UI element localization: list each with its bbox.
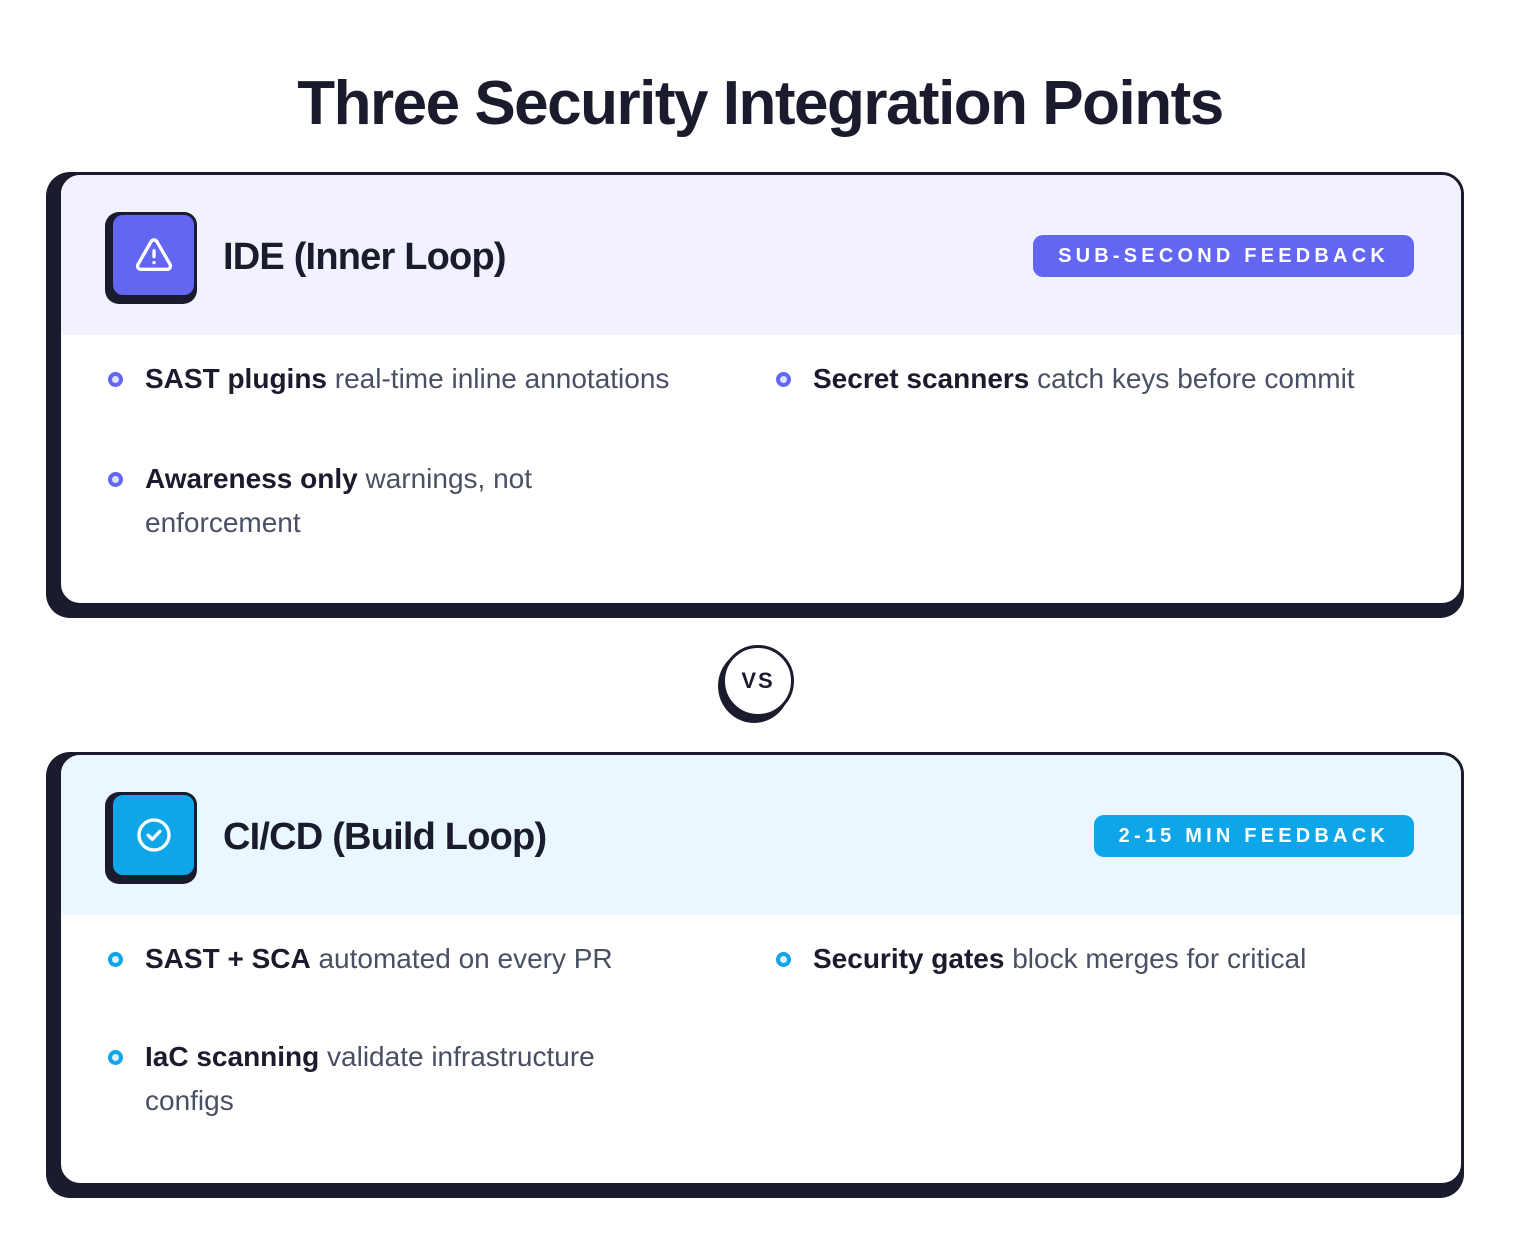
check-circle-icon [110, 792, 197, 878]
list-item: SAST plugins real-time inline annotation… [108, 357, 755, 401]
card-ide: IDE (Inner Loop) SUB-SECOND FEEDBACK SAS… [46, 172, 1464, 618]
list-item: Security gates block merges for critical [776, 937, 1423, 981]
list-item: Awareness only warnings, not enforcement [108, 457, 615, 545]
card-body: CI/CD (Build Loop) 2-15 MIN FEEDBACK SAS… [58, 752, 1464, 1186]
card-header: CI/CD (Build Loop) 2-15 MIN FEEDBACK [61, 755, 1461, 915]
feedback-badge: SUB-SECOND FEEDBACK [1033, 235, 1414, 277]
card-icon-box [105, 212, 197, 304]
list-item: IaC scanning validate infrastructure con… [108, 1035, 665, 1123]
bullet-dot-icon [108, 952, 123, 967]
item-list: SAST plugins real-time inline annotation… [61, 335, 1461, 603]
card-header: IDE (Inner Loop) SUB-SECOND FEEDBACK [61, 175, 1461, 335]
bullet-dot-icon [776, 372, 791, 387]
vs-label: VS [722, 645, 794, 717]
bullet-dot-icon [108, 1050, 123, 1065]
bullet-dot-icon [108, 472, 123, 487]
list-item: SAST + SCA automated on every PR [108, 937, 755, 981]
bullet-dot-icon [108, 372, 123, 387]
feedback-badge: 2-15 MIN FEEDBACK [1093, 815, 1414, 857]
card-icon-box [105, 792, 197, 884]
page-title: Three Security Integration Points [297, 69, 1224, 138]
warning-triangle-icon [110, 212, 197, 298]
card-body: IDE (Inner Loop) SUB-SECOND FEEDBACK SAS… [58, 172, 1464, 606]
card-title: IDE (Inner Loop) [223, 236, 507, 278]
card-cicd: CI/CD (Build Loop) 2-15 MIN FEEDBACK SAS… [46, 752, 1464, 1198]
list-item: Secret scanners catch keys before commit [776, 357, 1423, 401]
item-list: SAST + SCA automated on every PR Securit… [61, 915, 1461, 1183]
vs-divider: VS [718, 645, 796, 723]
bullet-dot-icon [776, 952, 791, 967]
card-title: CI/CD (Build Loop) [223, 816, 547, 858]
